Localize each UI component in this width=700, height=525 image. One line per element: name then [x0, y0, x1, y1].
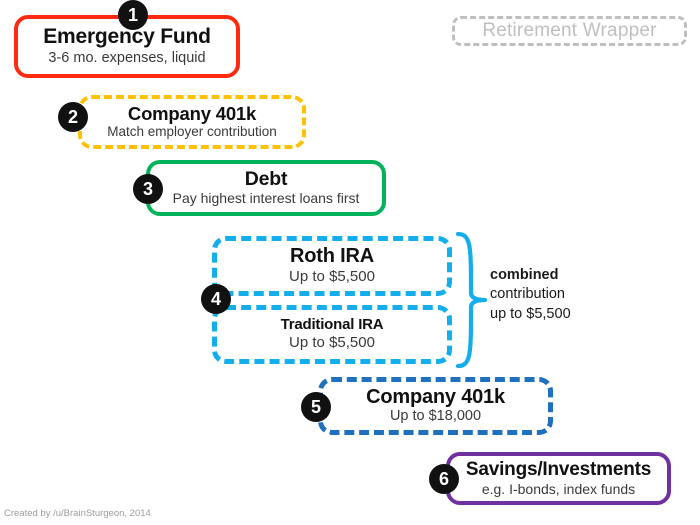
credit-text: Created by /u/BrainSturgeon, 2014 — [4, 508, 151, 519]
step-title: Debt — [244, 168, 288, 191]
step-subtitle: Up to $18,000 — [389, 408, 482, 425]
step-box-roth-ira: Roth IRA Up to $5,500 — [212, 236, 452, 296]
step-box-traditional-ira: Traditional IRA Up to $5,500 — [212, 305, 452, 364]
step-box-savings-investments: Savings/Investments e.g. I-bonds, index … — [446, 452, 671, 505]
step-title: Traditional IRA — [280, 316, 384, 334]
combined-contribution-note: combined contribution up to $5,500 — [490, 266, 620, 324]
curly-brace-icon — [455, 231, 488, 369]
step-badge-5: 5 — [301, 392, 331, 422]
combined-line-2: contribution — [490, 286, 565, 303]
step-badge-6: 6 — [429, 464, 459, 494]
step-subtitle: e.g. I-bonds, index funds — [481, 480, 636, 497]
step-box-debt: Debt Pay highest interest loans first — [146, 160, 386, 216]
step-badge-1: 1 — [118, 0, 148, 30]
step-subtitle: Pay highest interest loans first — [172, 190, 360, 207]
retirement-wrapper-tag: Retirement Wrapper — [452, 16, 687, 46]
step-subtitle: Up to $5,500 — [289, 268, 375, 286]
step-badge-2: 2 — [58, 102, 88, 132]
step-title: Company 401k — [127, 103, 257, 125]
combined-line-3: up to $5,500 — [490, 305, 571, 322]
step-title: Emergency Fund — [43, 25, 211, 49]
step-box-company-401k-match: Company 401k Match employer contribution — [78, 95, 306, 149]
combined-keyword: combined — [490, 267, 559, 283]
step-subtitle: Match employer contribution — [107, 124, 277, 140]
step-title: Roth IRA — [290, 245, 374, 268]
step-subtitle: 3-6 mo. expenses, liquid — [48, 49, 206, 66]
step-title: Company 401k — [366, 385, 505, 408]
step-badge-3: 3 — [133, 174, 163, 204]
step-title: Savings/Investments — [465, 459, 652, 481]
step-box-company-401k-max: Company 401k Up to $18,000 — [318, 377, 553, 435]
step-badge-4: 4 — [201, 284, 231, 314]
step-subtitle: Up to $5,500 — [289, 334, 375, 352]
